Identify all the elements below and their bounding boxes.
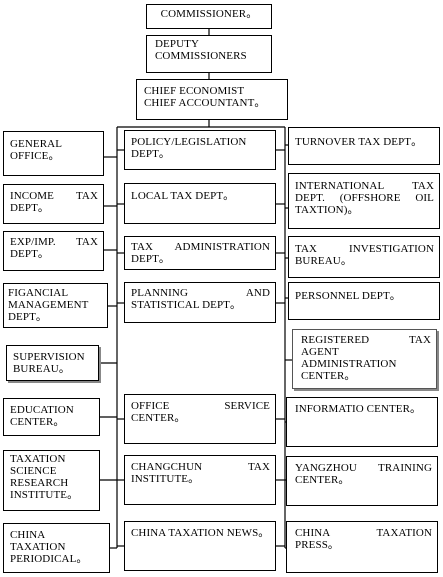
income-tax-label: INCOME TAX DEPT。: [10, 190, 98, 214]
personnel-dept-label: PERSONNEL DEPT。: [295, 290, 401, 302]
general-office-label: GENERAL OFFICE。: [10, 138, 63, 162]
chief-economist-box: CHIEF ECONOMIST CHIEF ACCOUNTANT。: [136, 79, 288, 120]
policy-legislation-box: POLICY/LEGISLATION DEPT。: [124, 130, 276, 170]
office-service-center-label: OFFICE SERVICE CENTER。: [131, 400, 270, 424]
taxation-science-box: TAXATION SCIENCE RESEARCH INSTITUTE。: [3, 450, 100, 511]
planning-statistical-box: PLANNING AND STATISTICAL DEPT。: [124, 282, 276, 323]
china-taxation-periodical-box: CHINA TAXATION PERIODICAL。: [3, 523, 110, 573]
china-taxation-press-box: CHINA TAXATION PRESS。: [286, 521, 438, 573]
tax-administration-label: TAX ADMINISTRATION DEPT。: [131, 241, 270, 265]
turnover-tax-box: TURNOVER TAX DEPT。: [288, 127, 440, 165]
local-tax-box: LOCAL TAX DEPT。: [124, 183, 276, 224]
china-taxation-press-label: CHINA TAXATION PRESS。: [295, 527, 432, 551]
local-tax-label: LOCAL TAX DEPT。: [131, 190, 235, 202]
supervision-bureau-box: SUPERVISION BUREAU。: [6, 345, 99, 381]
changchun-tax-institute-box: CHANGCHUN TAX INSTITUTE。: [124, 455, 276, 505]
general-office-box: GENERAL OFFICE。: [3, 131, 104, 176]
financial-management-label: FIGANCIAL MANAGEMENT DEPT。: [8, 287, 89, 323]
policy-legislation-label: POLICY/LEGISLATION DEPT。: [131, 136, 247, 160]
income-tax-box: INCOME TAX DEPT。: [3, 184, 104, 224]
commissioner-box: COMMISSIONER。: [146, 4, 272, 29]
changchun-tax-institute-label: CHANGCHUN TAX INSTITUTE。: [131, 461, 270, 485]
financial-management-box: FIGANCIAL MANAGEMENT DEPT。: [3, 283, 108, 328]
china-taxation-news-box: CHINA TAXATION NEWS。: [124, 521, 276, 571]
commissioner-label: COMMISSIONER。: [160, 8, 258, 20]
taxation-science-label: TAXATION SCIENCE RESEARCH INSTITUTE。: [10, 453, 79, 501]
international-tax-label: INTERNATIONAL TAX DEPT. (OFFSHORE OIL TA…: [295, 180, 434, 216]
education-center-label: EDUCATION CENTER。: [10, 404, 74, 428]
tax-investigation-label: TAX INVESTIGATION BUREAU。: [295, 243, 434, 267]
tax-administration-box: TAX ADMINISTRATION DEPT。: [124, 236, 276, 270]
yangzhou-training-label: YANGZHOU TRAINING CENTER。: [295, 462, 432, 486]
supervision-bureau-label: SUPERVISION BUREAU。: [13, 351, 85, 375]
deputy-commissioners-box: DEPUTY COMMISSIONERS: [146, 35, 272, 73]
china-taxation-news-label: CHINA TAXATION NEWS。: [131, 527, 270, 539]
china-taxation-periodical-label: CHINA TAXATION PERIODICAL。: [10, 529, 88, 565]
exp-imp-tax-box: EXP/IMP. TAX DEPT。: [3, 231, 104, 271]
information-center-box: INFORMATIO CENTER。: [286, 397, 438, 447]
education-center-box: EDUCATION CENTER。: [3, 398, 100, 436]
turnover-tax-label: TURNOVER TAX DEPT。: [295, 136, 423, 148]
planning-statistical-label: PLANNING AND STATISTICAL DEPT。: [131, 287, 270, 311]
information-center-label: INFORMATIO CENTER。: [295, 403, 422, 415]
chief-economist-label: CHIEF ECONOMIST CHIEF ACCOUNTANT。: [144, 85, 266, 109]
deputy-commissioners-label: DEPUTY COMMISSIONERS: [155, 38, 247, 62]
international-tax-box: INTERNATIONAL TAX DEPT. (OFFSHORE OIL TA…: [288, 173, 440, 229]
office-service-center-box: OFFICE SERVICE CENTER。: [124, 394, 276, 444]
exp-imp-tax-label: EXP/IMP. TAX DEPT。: [10, 236, 98, 260]
registered-tax-agent-box: REGISTERED TAX AGENT ADMINISTRATION CENT…: [292, 329, 437, 389]
yangzhou-training-box: YANGZHOU TRAINING CENTER。: [286, 456, 438, 506]
personnel-dept-box: PERSONNEL DEPT。: [288, 282, 440, 320]
registered-tax-agent-label: REGISTERED TAX AGENT ADMINISTRATION CENT…: [301, 334, 431, 382]
tax-investigation-box: TAX INVESTIGATION BUREAU。: [288, 236, 440, 278]
